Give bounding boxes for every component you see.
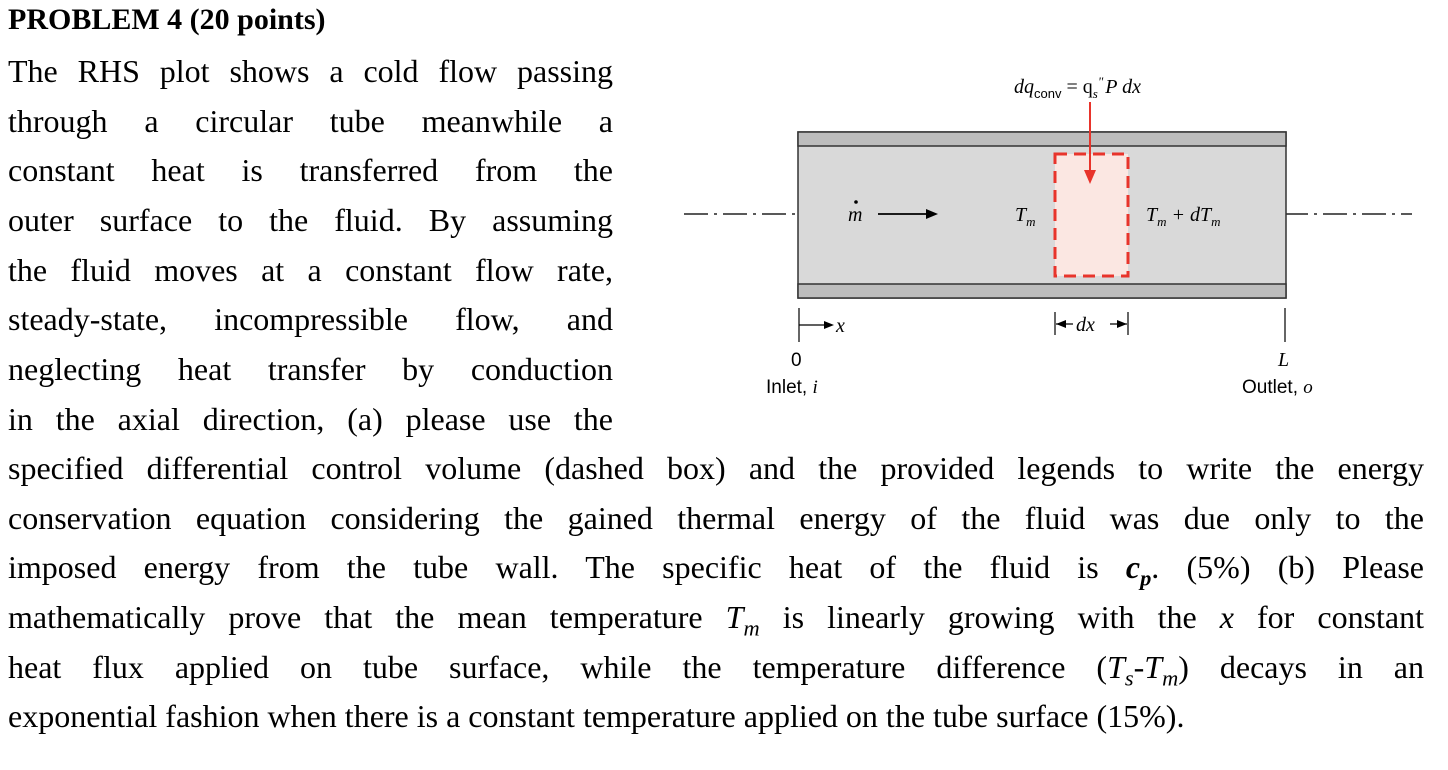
mean-temp-var: T <box>725 599 744 636</box>
mass-flow-label: m <box>848 204 862 226</box>
text-segment: for constant <box>1233 599 1424 636</box>
tm-dtm-label: Tm + dTm <box>1146 204 1221 229</box>
problem-title: PROBLEM 4 (20 points) <box>8 3 326 36</box>
text-line: neglecting heat transfer by conduction <box>8 351 613 388</box>
text-line: conservation equation considering the ga… <box>8 499 1424 536</box>
text-line: the fluid moves at a constant flow rate, <box>8 251 613 288</box>
surface-temp-sub: s <box>1124 665 1134 691</box>
text-line: steady-state, incompressible flow, and <box>8 301 613 338</box>
zero-label: 0 <box>791 350 802 371</box>
dx-arrowhead-left <box>1056 320 1066 328</box>
text-segment: ) decays in an <box>1178 648 1425 685</box>
dq-conv-label: dqconv = qs"P dx <box>1014 74 1141 101</box>
text-line: through a circular tube meanwhile a <box>8 102 613 139</box>
text-line: in the axial direction, (a) please use t… <box>8 400 613 437</box>
specific-heat-sub: p <box>1140 565 1152 591</box>
outlet-label: Outlet, o <box>1242 377 1313 398</box>
text-line: mathematically prove that the mean tempe… <box>8 593 1424 643</box>
text-line: constant heat is transferred from the <box>8 152 613 189</box>
text-line: The RHS plot shows a cold flow passing <box>8 53 613 89</box>
surface-temp-var: T <box>1107 648 1125 685</box>
text-segment: - <box>1133 648 1145 685</box>
text-line: exponential fashion when there is a cons… <box>8 698 1185 735</box>
inlet-label: Inlet, i <box>766 377 818 398</box>
dx-label: dx <box>1076 314 1095 336</box>
flow-arrowhead <box>926 209 938 219</box>
dx-arrowhead-right <box>1117 320 1127 328</box>
specific-heat-var: c <box>1125 549 1141 586</box>
heat-flux-arrowhead <box>1084 170 1096 184</box>
tube-diagram: dqconv = qs"P dx m Tm Tm + dTm x dx 0 In… <box>684 74 1412 398</box>
tube-wall-top <box>797 131 1287 147</box>
text-line: imposed energy from the tube wall. The s… <box>8 543 1424 593</box>
mean-temp-sub: m <box>743 615 760 641</box>
text-segment: mathematically prove that the mean tempe… <box>8 599 726 636</box>
x-var: x <box>1219 599 1234 636</box>
length-label: L <box>1277 349 1289 371</box>
tm-label: Tm <box>1015 204 1036 229</box>
problem-text-left: The RHS plot shows a cold flow passing t… <box>8 47 613 445</box>
text-segment: is linearly growing with the <box>759 599 1220 636</box>
text-line: heat flux applied on tube surface, while… <box>8 643 1424 693</box>
text-line: outer surface to the fluid. By assuming <box>8 202 613 239</box>
mean-temp-sub: m <box>1162 665 1179 691</box>
tube-wall-bottom <box>797 283 1287 299</box>
x-arrowhead <box>824 321 834 329</box>
mass-flow-dot <box>854 200 858 204</box>
text-segment: heat flux applied on tube surface, while… <box>8 648 1108 685</box>
problem-text-full: specified differential control volume (d… <box>8 444 1424 742</box>
text-segment: imposed energy from the tube wall. The s… <box>8 549 1126 586</box>
x-label: x <box>835 315 845 337</box>
text-segment: . (5%) (b) Please <box>1151 549 1425 586</box>
text-line: specified differential control volume (d… <box>8 450 1424 486</box>
mean-temp-var: T <box>1144 648 1163 685</box>
